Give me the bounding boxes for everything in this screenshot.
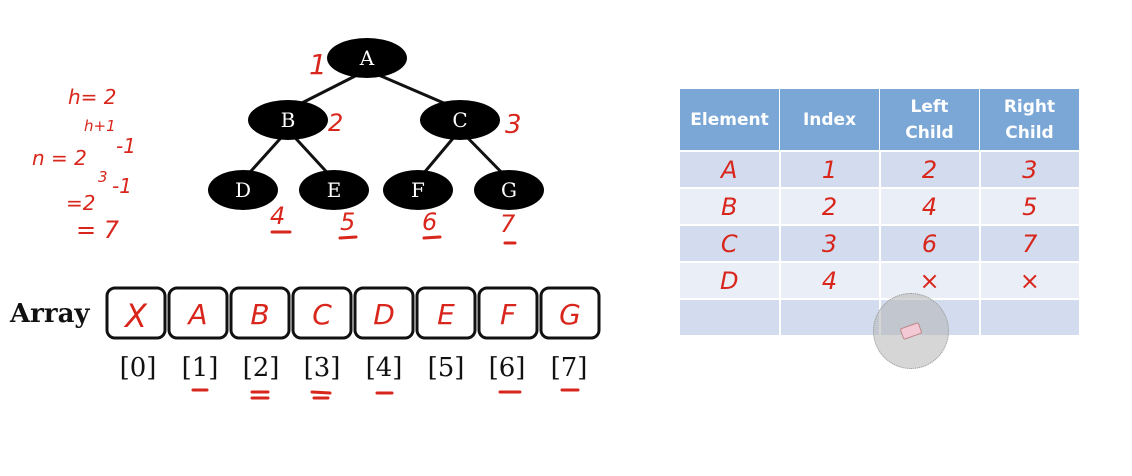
header-right-child: Right Child: [979, 89, 1079, 151]
array-index-3: [3]: [304, 353, 341, 383]
annot-node-g: 7: [500, 210, 516, 238]
array-cell-3-value: C: [312, 298, 332, 331]
node-label-d: D: [235, 178, 251, 202]
index-table: Element Index Left Child Right Child A 1…: [680, 89, 1079, 335]
node-label-b: B: [281, 108, 296, 132]
annot-node-d: 4: [270, 202, 285, 230]
array-index-1: [1]: [182, 353, 219, 383]
node-label-c: C: [452, 108, 467, 132]
table-cell: A: [680, 150, 781, 188]
annot-node-e: 5: [340, 208, 355, 236]
annot-node-f: 6: [422, 208, 437, 236]
table-cell: 2: [779, 187, 881, 225]
array-indices: [0] [1] [2] [3] [4] [5] [6] [7]: [120, 353, 588, 383]
array-cell-4: D: [353, 286, 415, 340]
formula-line2-tail: -1: [116, 134, 136, 158]
table-cell: 6: [879, 224, 981, 262]
array-index-7: [7]: [551, 353, 588, 383]
tree-node-a: A: [327, 38, 407, 78]
tree-node-f: F: [383, 170, 453, 210]
annot-node-c: 3: [505, 110, 522, 140]
table-row: C 3 6 7: [680, 224, 1079, 262]
formula-line3-tail: -1: [112, 174, 132, 198]
header-index: Index: [779, 89, 880, 151]
formula-line3: =2: [66, 191, 95, 215]
annot-underlines: [270, 230, 517, 245]
array-index-5: [5]: [428, 353, 465, 383]
table-row: D 4 × ×: [680, 261, 1079, 299]
array-index-6: [6]: [489, 353, 526, 383]
table-cell: 5: [979, 187, 1079, 225]
node-label-f: F: [411, 178, 425, 202]
table-cell: C: [680, 224, 781, 262]
array-title: Array: [9, 299, 90, 329]
array-cell-0-value: X: [123, 297, 148, 335]
table-cell: B: [680, 187, 781, 225]
table-header-row: Element Index Left Child Right Child: [680, 89, 1079, 151]
node-label-g: G: [501, 178, 517, 202]
annot-node-b: 2: [328, 109, 343, 137]
formula-line3-exp: 3: [98, 168, 108, 186]
array-index-0: [0]: [120, 353, 157, 383]
annot-node-a: 1: [309, 48, 327, 81]
table-cell: 4: [879, 187, 981, 225]
table-cell: D: [680, 261, 781, 299]
array-cell-4-value: D: [373, 298, 395, 331]
array-cell-1-value: A: [186, 298, 207, 331]
tree-node-b: B: [248, 100, 328, 140]
table-cell: 3: [979, 150, 1079, 188]
array-index-2: [2]: [243, 353, 280, 383]
formula-line2: n = 2: [32, 146, 87, 170]
eraser-cursor[interactable]: [873, 293, 949, 369]
array-cell-7: G: [539, 286, 601, 340]
table-cell: [979, 298, 1079, 335]
eraser-icon: [899, 321, 923, 341]
array-cell-2-value: B: [250, 298, 269, 331]
formula-line1: h= 2: [68, 85, 117, 109]
array-cells: X A B C D E F G: [105, 286, 601, 340]
node-label-e: E: [327, 178, 342, 202]
table-row: B 2 4 5: [680, 187, 1079, 225]
tree-node-e: E: [299, 170, 369, 210]
array-cell-7-value: G: [559, 298, 581, 331]
array-cell-5: E: [415, 286, 477, 340]
index-underlines: [191, 388, 580, 400]
tree-node-c: C: [420, 100, 500, 140]
table-cell: 1: [779, 150, 881, 188]
table-cell: 4: [779, 261, 881, 299]
array-cell-0: X: [105, 286, 167, 340]
table-cell: [680, 298, 781, 335]
table-row: A 1 2 3: [680, 150, 1079, 188]
array-cell-6-value: F: [500, 298, 517, 331]
table-cell: [779, 298, 881, 335]
node-label-a: A: [359, 46, 375, 70]
table-cell: 2: [879, 150, 981, 188]
header-element: Element: [680, 89, 780, 151]
array-cell-3: C: [291, 286, 353, 340]
formula-line2-exp: h+1: [84, 117, 116, 135]
table-cell: 7: [979, 224, 1079, 262]
array-cell-5-value: E: [437, 298, 455, 331]
table-row: [680, 298, 1079, 335]
table-cell: ×: [979, 261, 1079, 299]
array-index-4: [4]: [366, 353, 403, 383]
formula-line4: = 7: [76, 216, 120, 244]
table-cell: ×: [879, 261, 981, 299]
array-cell-2: B: [229, 286, 291, 340]
array-cell-6: F: [477, 286, 539, 340]
array-cell-1: A: [167, 286, 229, 340]
table-cell: 3: [779, 224, 881, 262]
formula-notes: h= 2 n = 2 h+1 -1 =2 3 -1 = 7: [32, 85, 136, 244]
tree-node-d: D: [208, 170, 278, 210]
tree-node-g: G: [474, 170, 544, 210]
header-left-child: Left Child: [879, 89, 980, 151]
